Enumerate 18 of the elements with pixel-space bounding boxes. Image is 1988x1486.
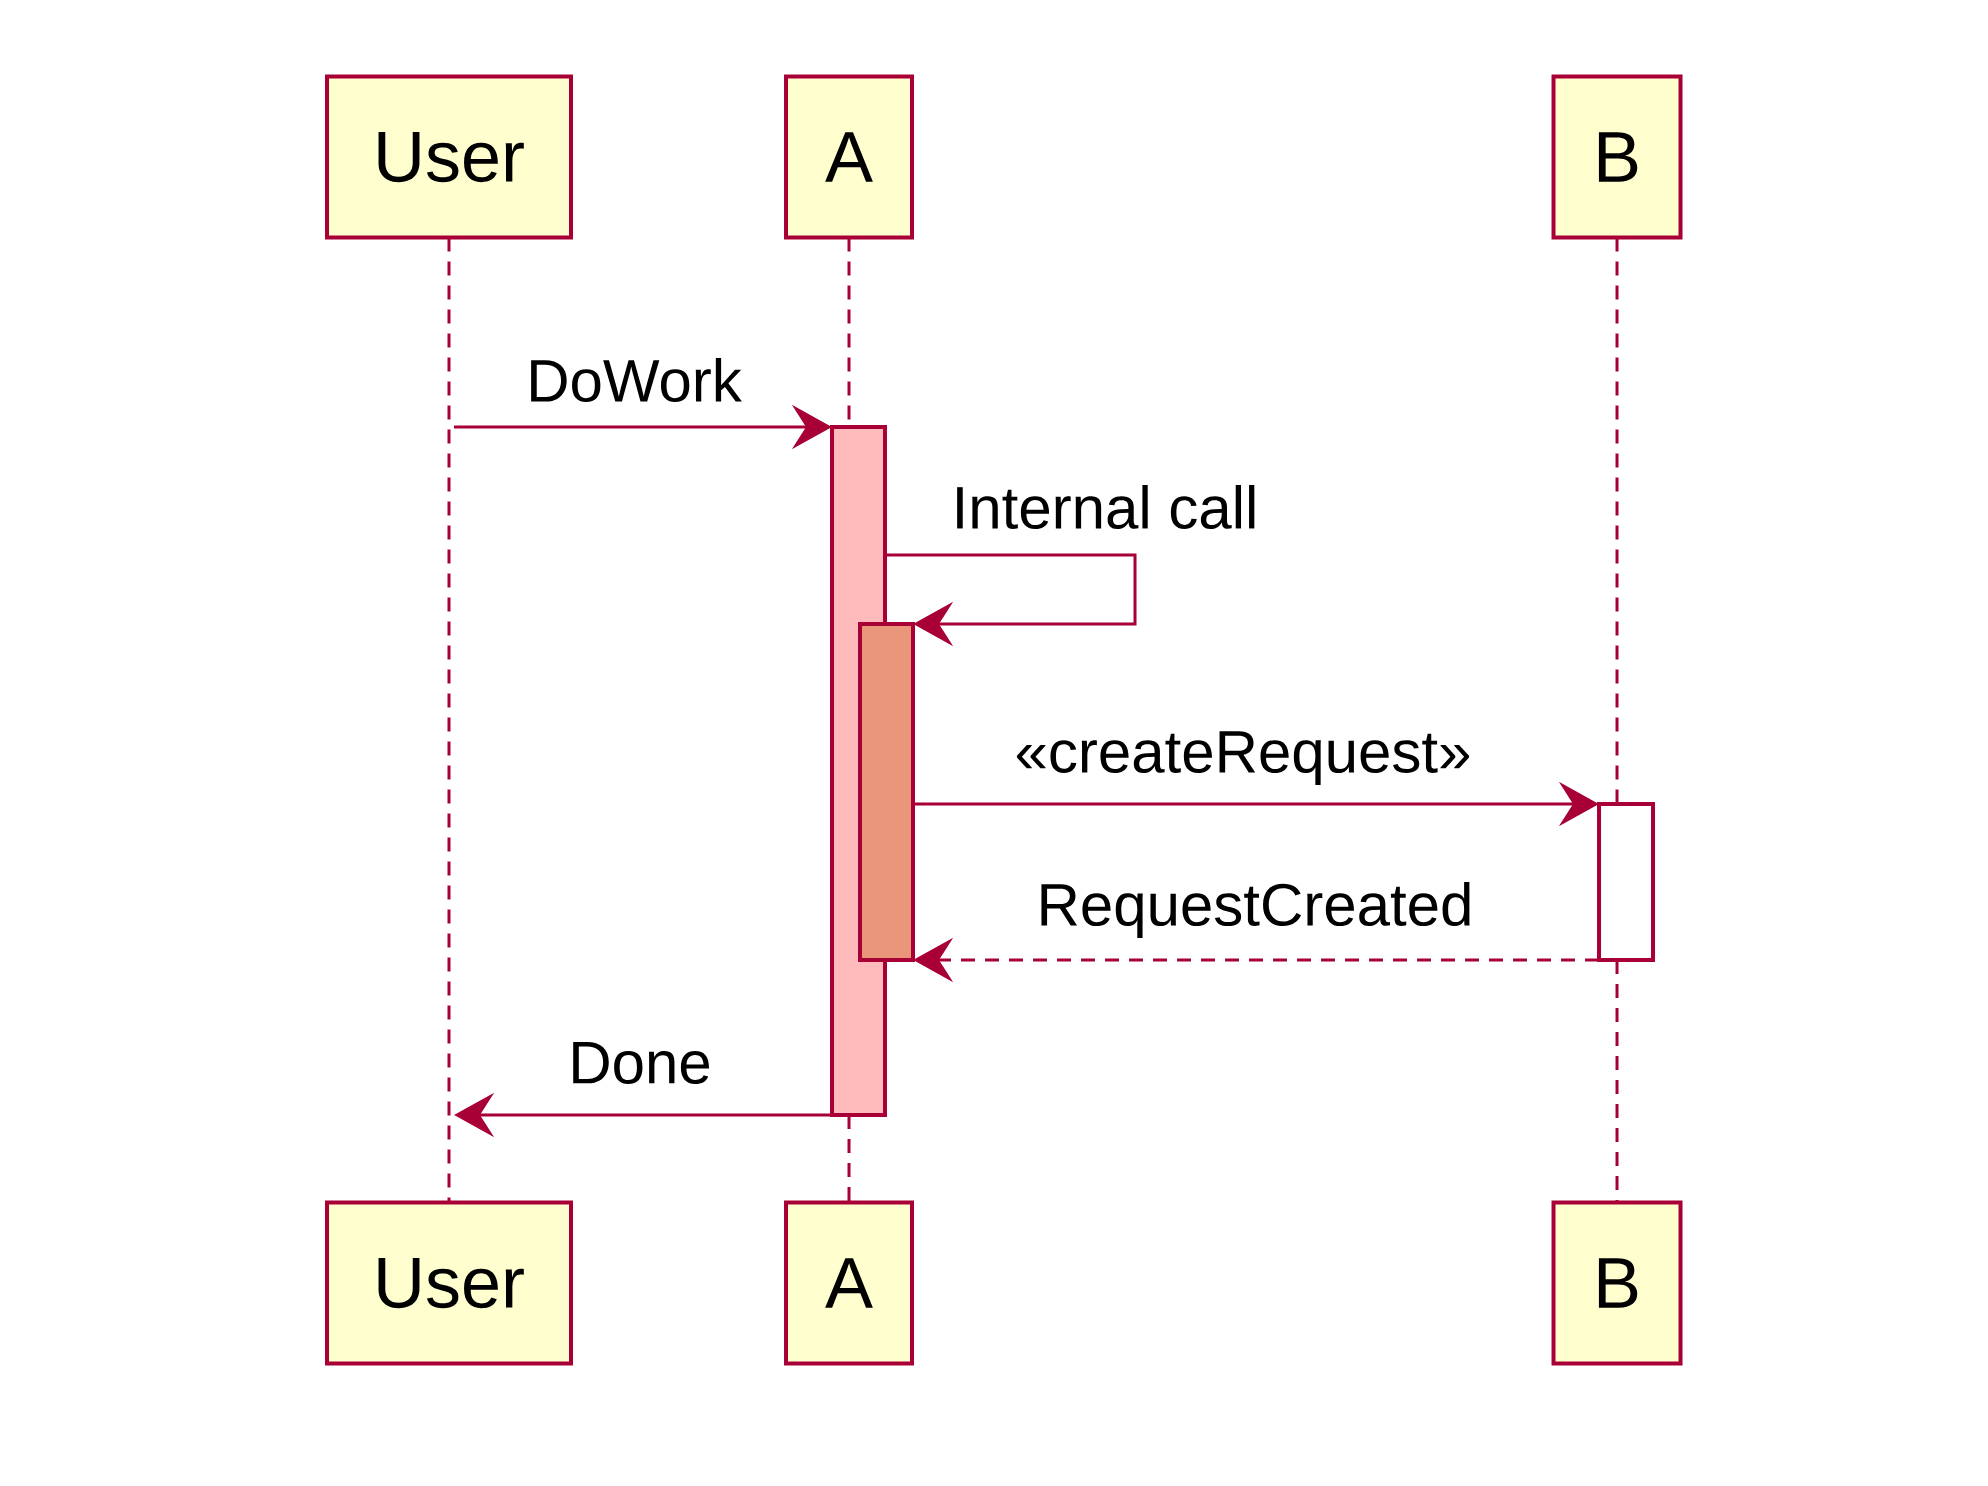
participant-box: B bbox=[1551, 74, 1683, 240]
participant-box: B bbox=[1551, 1200, 1683, 1366]
lifeline bbox=[447, 237, 451, 1203]
participant-box: User bbox=[325, 1200, 573, 1366]
participant-box: A bbox=[784, 1200, 914, 1366]
lifeline bbox=[1615, 960, 1619, 1203]
edge-label: DoWork bbox=[531, 358, 742, 403]
edge-label: Done bbox=[573, 1042, 710, 1084]
participant-box: A bbox=[784, 74, 914, 240]
lifeline bbox=[1615, 237, 1619, 804]
activation-bar bbox=[858, 622, 915, 962]
edge-label: RequestCreated bbox=[1041, 882, 1470, 938]
participant-box: User bbox=[325, 74, 573, 240]
lifeline bbox=[847, 1115, 851, 1203]
edge-label: «createRequest» bbox=[1016, 731, 1469, 785]
message-arrow bbox=[885, 553, 1137, 647]
activation-bar bbox=[1597, 802, 1655, 962]
edge-label: Internal call bbox=[957, 485, 1255, 530]
